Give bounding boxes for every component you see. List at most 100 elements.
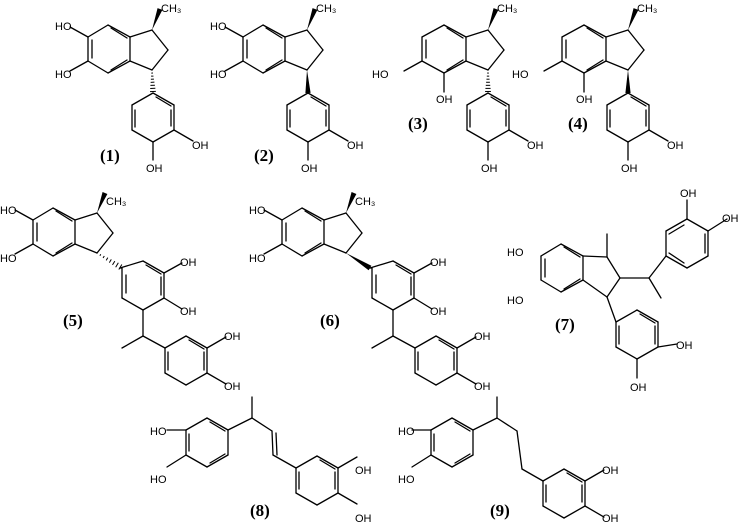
bond	[636, 309, 659, 323]
bond	[224, 60, 244, 72]
bond	[96, 232, 114, 254]
atom-label: OH	[667, 140, 684, 152]
atom-label: OH	[192, 140, 209, 152]
bond	[263, 243, 283, 255]
bond	[371, 335, 394, 349]
bond	[69, 26, 89, 38]
bond	[301, 243, 325, 257]
bond	[110, 59, 128, 71]
atom-label: HO	[512, 69, 529, 81]
bond	[542, 505, 565, 519]
bond	[262, 24, 286, 38]
bond	[286, 92, 309, 106]
bond	[466, 92, 489, 106]
hash-bond	[105, 257, 109, 261]
bond	[615, 309, 638, 323]
bond	[430, 454, 453, 468]
bond	[561, 24, 585, 38]
bond	[166, 454, 187, 468]
hash-bond	[99, 254, 102, 256]
bond	[627, 92, 650, 106]
bond	[668, 252, 685, 264]
bond	[392, 260, 415, 274]
bond	[295, 455, 318, 469]
atom-label: OH	[146, 163, 163, 175]
bond	[74, 243, 98, 254]
atom-label: HO	[55, 69, 72, 81]
atom-label: CH₃	[316, 3, 336, 15]
atom-label: CH₃	[355, 196, 375, 208]
bond	[430, 417, 453, 431]
bond	[131, 92, 154, 106]
bond	[129, 29, 153, 38]
bond	[413, 262, 433, 274]
bond	[152, 129, 175, 143]
atom-label: OH	[180, 257, 197, 269]
bond	[145, 264, 162, 275]
bond	[304, 210, 322, 222]
bond	[435, 372, 458, 386]
bond	[421, 24, 445, 38]
bond	[345, 212, 363, 234]
bond	[465, 60, 489, 71]
bond	[454, 453, 471, 464]
bond	[521, 468, 544, 482]
atom-label: OH	[436, 94, 453, 106]
bond	[188, 339, 205, 350]
bond	[52, 243, 76, 257]
atom-label: CH₃	[497, 3, 517, 15]
bond	[584, 505, 605, 518]
atom-label: OH	[355, 465, 372, 477]
atom-label: HO	[507, 247, 524, 259]
bond	[121, 297, 144, 311]
bond	[586, 59, 604, 71]
atom-label: HO	[150, 426, 167, 438]
bond	[414, 335, 437, 349]
bond	[185, 335, 208, 349]
compound-label: (2)	[254, 146, 274, 165]
bond	[472, 417, 498, 431]
bond	[487, 49, 505, 71]
bond	[301, 207, 325, 221]
bond	[566, 472, 583, 483]
compound-label: (1)	[100, 146, 120, 165]
bond	[55, 242, 73, 254]
bond	[304, 242, 322, 254]
bond	[164, 335, 187, 349]
bond	[615, 346, 638, 360]
bond	[119, 260, 144, 269]
bond	[337, 456, 358, 469]
atom-label: HO	[0, 253, 17, 265]
hash-bond	[115, 262, 119, 268]
bond	[496, 417, 518, 432]
bond	[263, 209, 283, 221]
atom-label: HO	[398, 474, 415, 486]
bond	[152, 92, 175, 106]
bond	[446, 27, 464, 39]
hash-bond	[118, 264, 123, 270]
bond	[206, 336, 227, 349]
bond	[55, 210, 73, 222]
hash-bond	[112, 260, 116, 266]
bond	[345, 232, 363, 254]
bond	[605, 60, 629, 71]
bond	[121, 335, 144, 349]
hash-bond	[102, 255, 105, 259]
bond	[87, 24, 109, 38]
bond	[648, 129, 669, 142]
bond	[286, 129, 309, 143]
wedge-bond	[488, 8, 499, 30]
bond	[561, 60, 585, 74]
bond	[584, 469, 605, 482]
atom-label: OH	[224, 331, 241, 343]
bond	[639, 313, 656, 324]
compound-label: (4)	[568, 114, 588, 133]
bond	[369, 260, 394, 269]
bond	[242, 60, 264, 74]
bond	[542, 468, 565, 482]
bond	[413, 297, 433, 310]
